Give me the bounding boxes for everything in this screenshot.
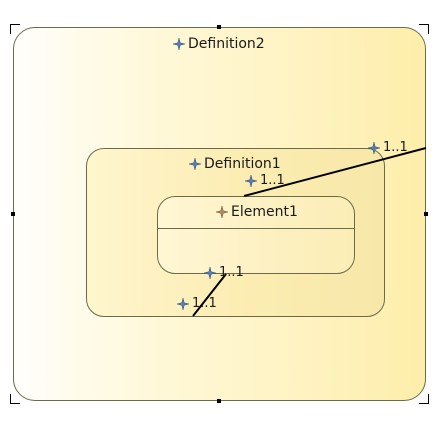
connector-definition1-to-outer[interactable]: [243, 147, 427, 197]
resize-handle-top[interactable]: [217, 25, 221, 29]
resize-handle-bottom[interactable]: [217, 399, 221, 403]
multiplicity-right-edge[interactable]: 1..1: [368, 140, 408, 155]
sparkle-icon: [368, 141, 380, 154]
definition2-title: Definition2: [173, 36, 265, 52]
sparkle-icon: [204, 266, 216, 279]
definition1-title: Definition1: [189, 156, 281, 172]
element1-title: Element1: [216, 204, 298, 220]
multiplicity-right-edge-text: 1..1: [383, 140, 408, 155]
sparkle-icon: [177, 297, 189, 310]
sparkle-icon: [216, 206, 228, 218]
definition2-label: Definition2: [188, 36, 265, 52]
selection-corner-bottom-right[interactable]: [419, 394, 429, 404]
multiplicity-definition1-bottom-text: 1..1: [192, 296, 217, 311]
multiplicity-definition1-bottom[interactable]: 1..1: [177, 296, 217, 311]
multiplicity-definition1-top-text: 1..1: [260, 173, 285, 188]
resize-handle-right[interactable]: [424, 212, 428, 216]
selection-frame: [13, 27, 426, 401]
element1-compartment-divider: [158, 228, 354, 229]
connector-element1-to-definition1[interactable]: [192, 273, 227, 317]
selection-corner-top-left[interactable]: [10, 24, 20, 34]
sparkle-icon: [173, 38, 185, 50]
sparkle-icon: [189, 158, 201, 170]
definition1-label: Definition1: [204, 156, 281, 172]
sparkle-icon: [245, 174, 257, 187]
multiplicity-definition1-top[interactable]: 1..1: [245, 173, 285, 188]
selection-corner-bottom-left[interactable]: [10, 394, 20, 404]
selection-corner-top-right[interactable]: [419, 24, 429, 34]
multiplicity-element1-bottom[interactable]: 1..1: [204, 265, 244, 280]
element1-label: Element1: [231, 204, 298, 220]
multiplicity-element1-bottom-text: 1..1: [219, 265, 244, 280]
element1-node[interactable]: [157, 196, 355, 274]
resize-handle-left[interactable]: [11, 212, 15, 216]
